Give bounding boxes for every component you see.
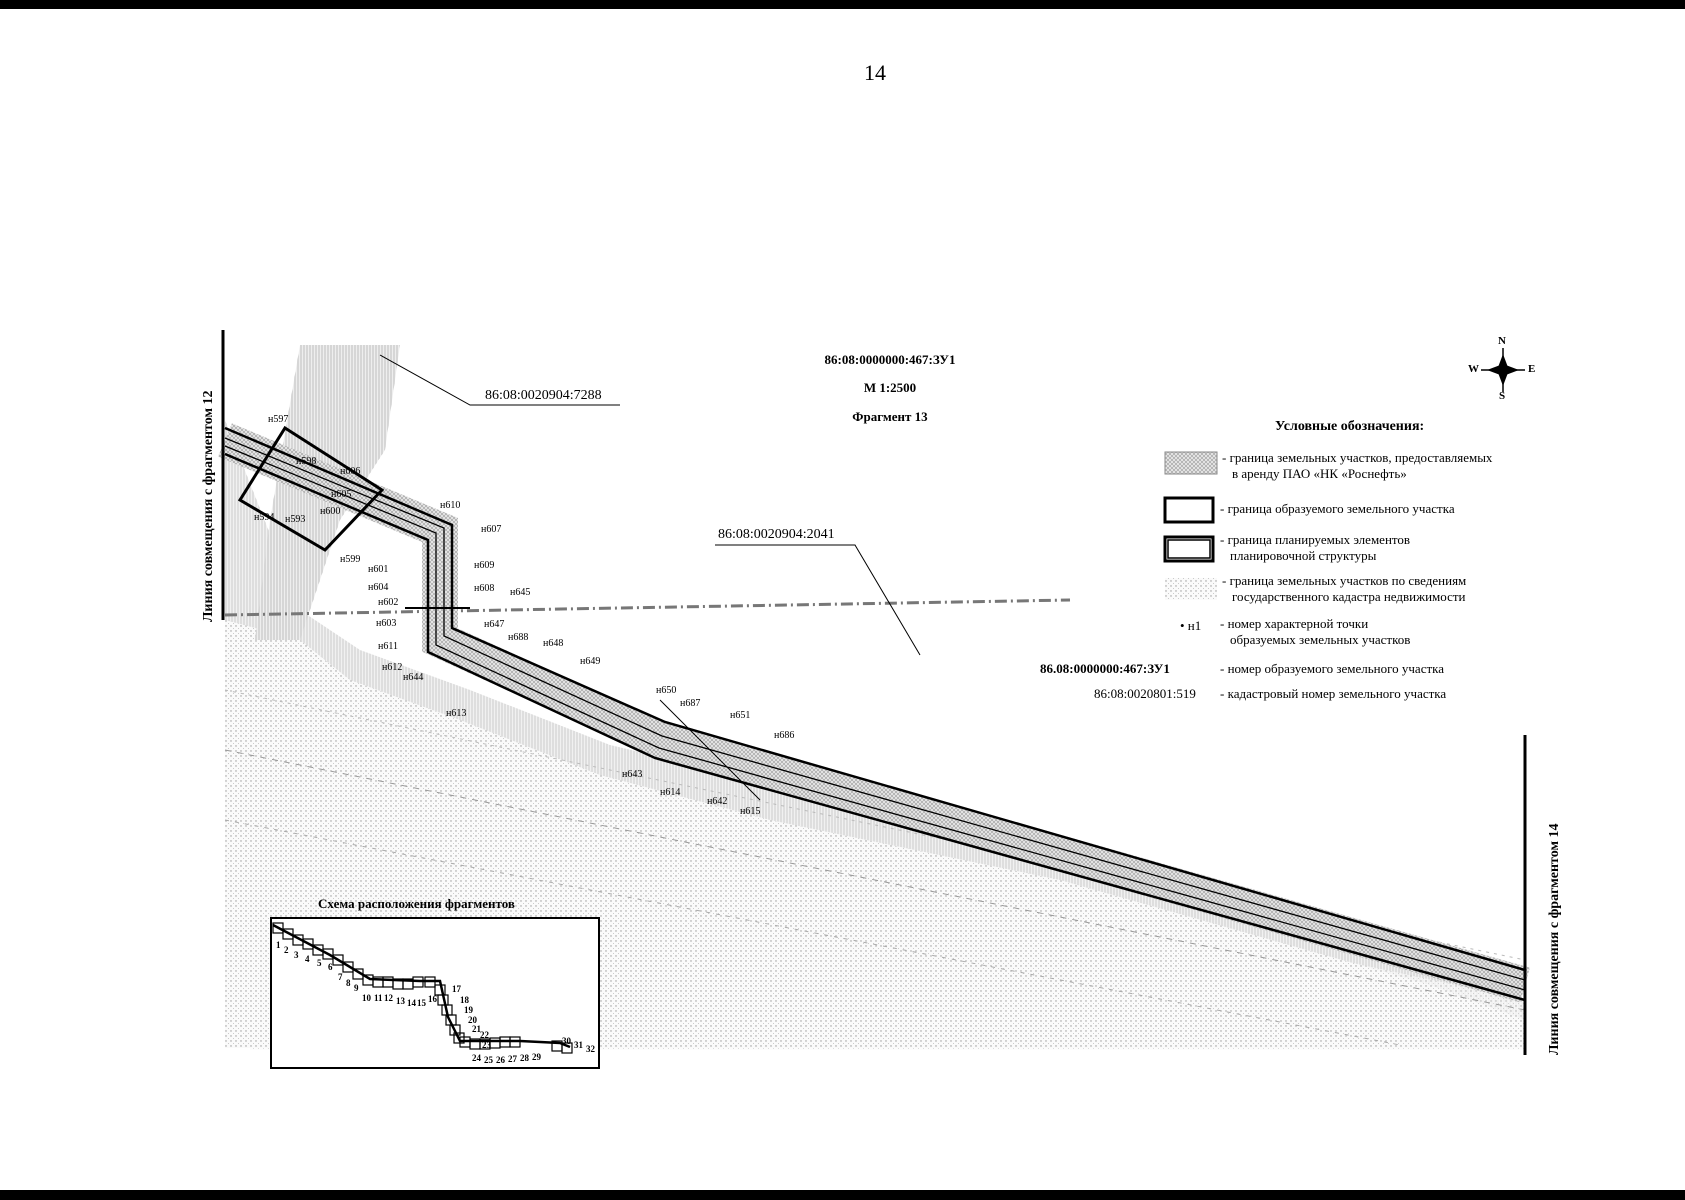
legend-title: Условные обозначения: [1275,419,1425,434]
parcel-code: 86:08:0000000:467:ЗУ1 [824,352,956,367]
inset-fragment-number: 7 [338,972,343,982]
legend-code: 86.08:0000000:467:ЗУ1 [1040,661,1170,676]
point-label: н687 [680,698,701,709]
inset-fragment-number: 31 [574,1040,583,1050]
compass-north: N [1498,335,1506,347]
point-label: н610 [440,500,461,511]
point-label: н645 [510,587,531,598]
point-label: н648 [543,638,564,649]
inset-fragment-number: 17 [452,984,461,994]
inset-fragment-number: 27 [508,1054,517,1064]
point-label: н607 [481,524,502,535]
inset-fragment-number: 30 [562,1036,571,1046]
cadastral-label: 86:08:0020904:2041 [718,527,835,542]
fragment-title: Фрагмент 13 [852,409,928,424]
legend-item-text: - номер образуемого земельного участка [1220,661,1445,676]
inset-fragment-number: 14 [407,998,416,1008]
inset-fragment-number: 12 [384,993,393,1003]
point-label: н614 [660,787,681,798]
map-scale: М 1:2500 [863,380,917,395]
right-match-line-label: Линия совмещения с фрагментом 14 [1547,823,1562,1055]
compass-east: E [1528,363,1536,375]
inset-fragment-number: 24 [472,1053,481,1063]
point-label: н600 [320,506,341,517]
point-label: н609 [474,560,495,571]
point-label: н603 [376,618,397,629]
page-number: 14 [864,60,886,85]
point-label: н608 [474,583,495,594]
point-label: н606 [340,466,361,477]
inset-fragment-number: 23 [482,1040,491,1050]
legend-code: 86:08:0020801:519 [1094,686,1196,701]
inset-fragment-number: 20 [468,1015,477,1025]
point-label: н602 [378,597,399,608]
legend-item-text: - кадастровый номер земельного участка [1220,686,1447,701]
inset-fragment-number: 13 [396,996,405,1006]
point-label: н650 [656,685,677,696]
inset-fragment-number: 29 [532,1052,541,1062]
point-label: н594 [254,512,275,523]
inset-fragment-number: 21 [472,1024,481,1034]
inset-scheme [270,917,600,1069]
inset-fragment-number: 3 [294,950,299,960]
point-label: н597 [268,414,289,425]
inset-fragment-number: 22 [480,1030,489,1040]
point-label: н643 [622,769,643,780]
inset-fragment-number: 5 [317,958,322,968]
inset-fragment-number: 25 [484,1055,493,1065]
point-label: н593 [285,514,306,525]
legend-item-text: - граница земельных участков по сведения… [1222,573,1467,604]
cadastral-label: 86:08:0020904:7288 [485,388,602,403]
point-label: н651 [730,710,751,721]
inset-fragment-number: 15 [417,998,426,1008]
legend-item-text: - граница образуемого земельного участка [1220,501,1455,516]
inset-fragment-number: 16 [428,994,437,1004]
point-label: н615 [740,806,761,817]
top-border [0,0,1685,9]
point-label: н644 [403,672,424,683]
point-label: н599 [340,554,361,565]
point-label: н642 [707,796,728,807]
point-label: н605 [331,489,352,500]
inset-fragment-number: 19 [464,1005,473,1015]
inset-fragment-number: 6 [328,962,333,972]
legend-item-text: - граница земельных участков, предоставл… [1222,450,1493,481]
left-match-line-label: Линия совмещения с фрагментом 12 [201,390,216,622]
inset-fragment-number: 26 [496,1055,505,1065]
point-label: н611 [378,641,398,652]
inset-fragment-number: 18 [460,995,469,1005]
compass-west: W [1468,363,1479,375]
inset-fragment-number: 8 [346,978,351,988]
point-label: н647 [484,619,505,630]
inset-title: Схема расположения фрагментов [318,896,515,911]
inset-fragment-number: 28 [520,1053,529,1063]
point-label: н649 [580,656,601,667]
inset-fragment-number: 2 [284,945,289,955]
compass-south: S [1499,390,1506,402]
legend-point-symbol: • н1 [1180,618,1202,633]
inset-fragment-number: 32 [586,1044,595,1054]
point-label: н612 [382,662,403,673]
inset-fragment-number: 11 [374,993,383,1003]
inset-fragment-number: 4 [305,954,310,964]
point-label: н598 [296,456,317,467]
point-label: н686 [774,730,795,741]
bottom-border [0,1190,1685,1200]
inset-fragment-number: 10 [362,993,371,1003]
inset-fragment-number: 1 [276,940,281,950]
inset-fragment-number: 9 [354,983,359,993]
point-label: н688 [508,632,529,643]
point-label: н601 [368,564,389,575]
point-label: н604 [368,582,389,593]
point-label: н613 [446,708,467,719]
